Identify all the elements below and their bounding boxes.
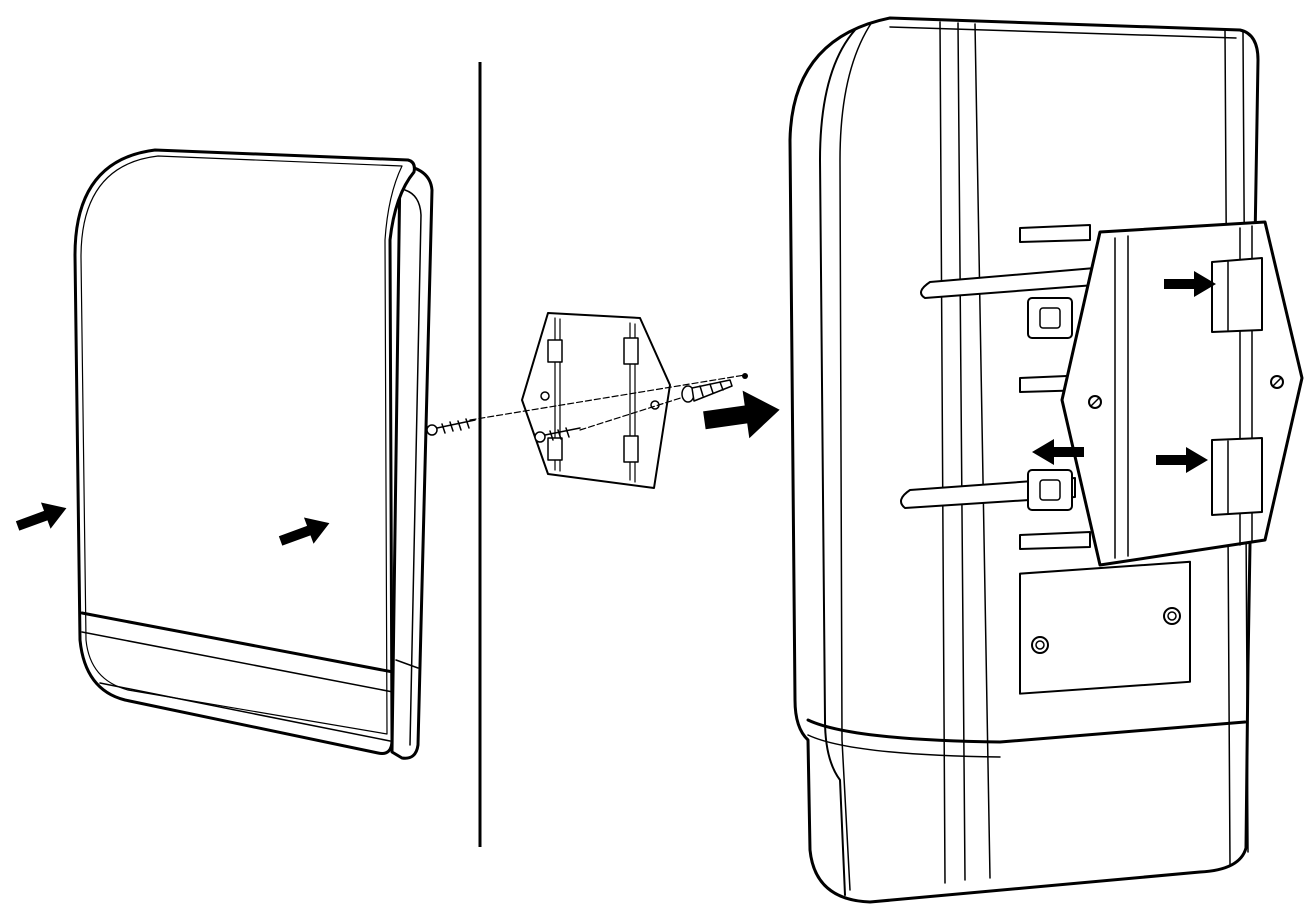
wall-anchor bbox=[681, 373, 748, 403]
push-arrow-left-edge bbox=[15, 502, 67, 531]
mounting-bracket bbox=[521, 312, 671, 489]
screw-upper bbox=[426, 374, 746, 436]
device-front bbox=[73, 148, 434, 760]
tighten-arrow-upper-tie bbox=[1164, 271, 1216, 297]
pull-arrow-lower-tie bbox=[1032, 439, 1084, 465]
push-arrow-front-face bbox=[278, 517, 330, 546]
tighten-arrow-lower-tie bbox=[1156, 447, 1208, 473]
mounted-bracket bbox=[1060, 220, 1304, 567]
screw-lower bbox=[534, 394, 691, 443]
move-arrow-to-device bbox=[703, 390, 780, 439]
